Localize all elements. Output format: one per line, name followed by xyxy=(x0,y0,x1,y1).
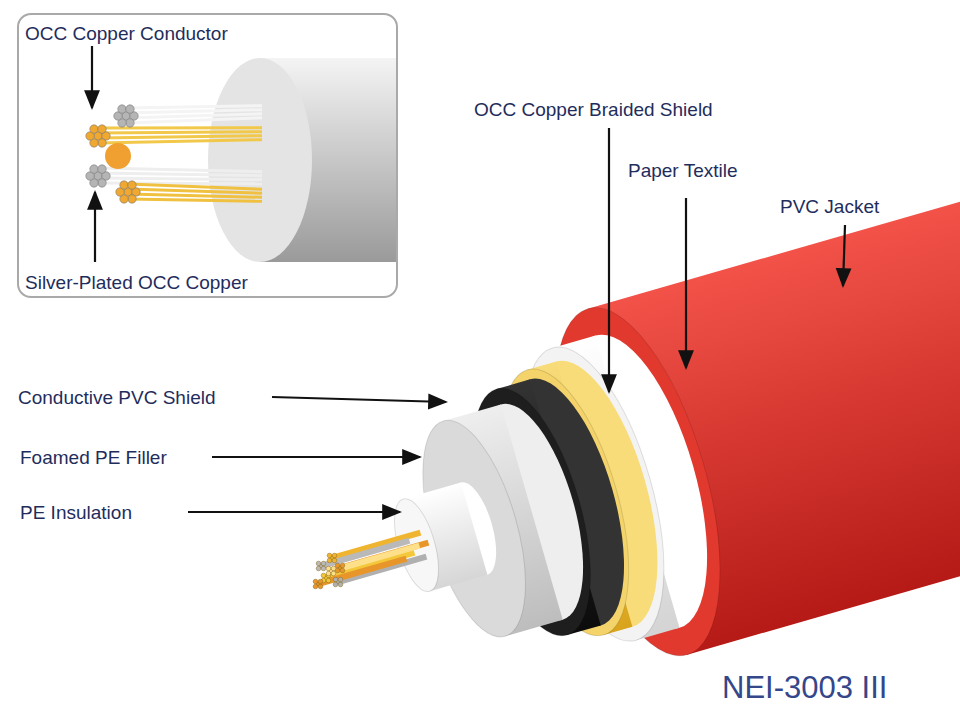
inset-strand xyxy=(98,132,262,133)
strand-end xyxy=(321,566,326,571)
inset-strand xyxy=(98,136,262,138)
strand-end xyxy=(340,568,345,573)
inset-strand-end xyxy=(90,125,98,133)
leader-arrow xyxy=(94,192,96,262)
conductor-strands xyxy=(313,533,428,589)
strand-end xyxy=(326,578,331,583)
leader-arrow xyxy=(843,225,845,286)
part-label: Foamed PE Filler xyxy=(20,446,167,469)
strand-end xyxy=(335,563,340,568)
strand-end xyxy=(331,571,336,576)
part-label: Conductive PVC Shield xyxy=(18,386,216,409)
inset-strand xyxy=(98,173,262,176)
strand-end xyxy=(313,584,318,589)
leader-arrow xyxy=(272,397,446,402)
inset-strand xyxy=(128,199,262,201)
strand-end xyxy=(327,553,332,558)
inset-core xyxy=(105,143,131,169)
strand-end xyxy=(327,558,332,563)
strand-end xyxy=(338,582,343,587)
strand-end xyxy=(332,558,337,563)
inset-strand-end xyxy=(118,105,126,113)
inset-strand-end xyxy=(98,125,106,133)
inset-strand-end xyxy=(98,179,106,187)
strand xyxy=(331,546,419,571)
inset-strand xyxy=(98,168,262,172)
strand-end xyxy=(316,566,321,571)
part-label: OCC Copper Braided Shield xyxy=(474,98,713,121)
cable-drawing xyxy=(313,91,960,673)
inset-strand-end xyxy=(126,105,134,113)
inset-drawing xyxy=(18,14,397,297)
part-label: PVC Jacket xyxy=(780,195,879,218)
strand-end xyxy=(326,566,331,571)
strand xyxy=(338,557,426,582)
inset-strand-end xyxy=(126,119,134,127)
leader-arrow xyxy=(608,128,610,392)
inset-strand-end xyxy=(98,165,106,173)
inset-strand xyxy=(98,140,262,143)
strand-end xyxy=(321,561,326,566)
strand-end xyxy=(333,577,338,582)
leader-arrow xyxy=(91,46,93,108)
part-label: OCC Copper Conductor xyxy=(25,23,228,45)
inset-strand-end xyxy=(120,181,128,189)
strand-end xyxy=(313,579,318,584)
strand-end xyxy=(332,553,337,558)
part-label: Paper Textile xyxy=(628,159,738,182)
strand-end xyxy=(340,563,345,568)
part-label: PE Insulation xyxy=(20,501,132,524)
strand-end xyxy=(318,579,323,584)
model-name: NEI-3003 III xyxy=(722,670,887,705)
inset-strand xyxy=(126,106,262,108)
inset-strand xyxy=(128,194,262,197)
leader-arrow xyxy=(685,198,687,368)
inset-strand xyxy=(128,189,262,193)
inset-strand-end xyxy=(128,195,136,203)
leader-arrow xyxy=(188,511,400,513)
inset-strand xyxy=(126,110,262,113)
strand-end xyxy=(338,577,343,582)
strand-end xyxy=(316,561,321,566)
leader-arrow xyxy=(212,456,420,458)
strand-end xyxy=(326,571,331,576)
foamed-filler xyxy=(402,393,603,648)
inset-strand-end xyxy=(128,181,136,189)
inset-cylinder-face xyxy=(208,58,312,262)
strand-end xyxy=(331,566,336,571)
strand-end xyxy=(321,573,326,578)
inset-strand xyxy=(98,178,262,180)
inset-box: OCC Copper ConductorSilver-Plated OCC Co… xyxy=(17,13,398,298)
strand-end xyxy=(333,582,338,587)
inset-strand-end xyxy=(90,165,98,173)
inset-strand xyxy=(126,118,262,123)
part-label: Silver-Plated OCC Copper xyxy=(25,272,248,294)
strand-end xyxy=(318,584,323,589)
inset-strand-end xyxy=(98,139,106,147)
